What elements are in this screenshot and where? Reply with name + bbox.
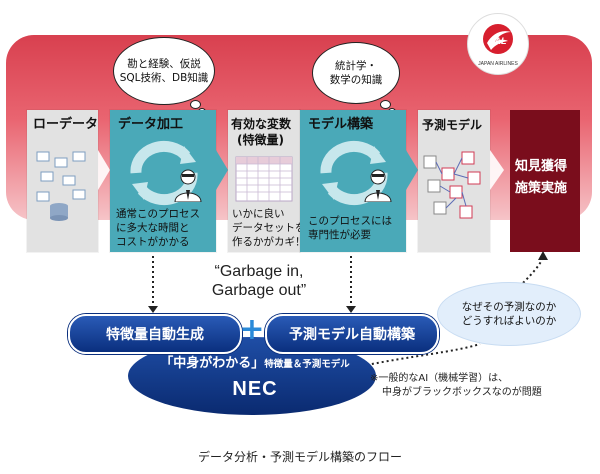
stage-features: 有効な変数 (特徴量) いかに良い データセットを 作るかがカギ！ [228, 110, 306, 252]
thought-bubble-processing: 勘と経験、仮説 SQL技術、DB知識 [113, 37, 215, 105]
label-line: 知見獲得 [515, 159, 568, 174]
question-line: なぜその予測なのか [461, 301, 557, 313]
bubble-line: 数学の知識 [329, 74, 383, 86]
auto-feature-generation-pill: 特徴量自動生成 [68, 314, 242, 354]
question-bubble: なぜその予測なのか どうすればよいのか [437, 282, 581, 346]
nec-tagline: 「中身がわかる」特徴量＆予測モデル [140, 352, 370, 371]
stage-model-label: 予測モデル [422, 118, 483, 132]
note-line: コストがかかる [116, 236, 190, 248]
stage-processing-label: データ加工 [118, 117, 184, 132]
bubble-line: SQL技術、DB知識 [119, 72, 209, 84]
jal-logo-subtitle: JAPAN AIRLINES [478, 61, 518, 67]
note-line: このプロセスには [308, 215, 392, 227]
stage-model-building: モデル構築 このプロセスには 専門性が必要 [300, 110, 406, 252]
footnote-line: ※一般的なAI（機械学習）は、 [370, 373, 509, 384]
stage-data-processing: データ加工 通常このプロセス に多大な時間と コストがかかる [110, 110, 216, 252]
flow-arrow-icon [216, 150, 228, 190]
label-line: 施策実施 [515, 181, 568, 196]
black-box-footnote: ※一般的なAI（機械学習）は、 中身がブラックボックスなのが問題 [370, 372, 542, 400]
thought-dot [380, 100, 391, 109]
garbage-in-quote: “Garbage in, Garbage out” [203, 262, 315, 300]
footnote-line: 中身がブラックボックスなのが問題 [382, 387, 542, 398]
thought-dot [190, 100, 201, 109]
stage-prediction-model: 予測モデル [418, 110, 490, 252]
tagline-sub: 特徴量＆予測モデル [264, 359, 350, 370]
analyst-person-icon [174, 169, 202, 202]
auto-model-label: 予測モデル自動構築 [289, 327, 415, 343]
note-line: いかに良い [232, 208, 285, 220]
stage-features-label: 有効な変数 (特徴量) [231, 116, 291, 148]
flow-arrow-icon [406, 150, 418, 190]
quote-line: Garbage out” [211, 282, 307, 299]
stage-raw-data-label: ローデータ [33, 117, 99, 132]
note-line: に多大な時間と [116, 222, 190, 234]
flow-arrow-icon [490, 150, 504, 190]
thought-bubble-modeling: 統計学・ 数学の知識 [312, 42, 400, 104]
raw-data-files-icon [36, 151, 86, 221]
bubble-line: 勘と経験、仮説 [127, 58, 201, 70]
label-line: 有効な変数 [231, 117, 292, 131]
prediction-model-icon [423, 151, 481, 219]
stage-model-build-label: モデル構築 [308, 117, 374, 132]
flow-arrow-icon [98, 150, 110, 190]
note-line: 専門性が必要 [308, 229, 371, 241]
auto-model-building-pill: 予測モデル自動構築 [265, 314, 439, 354]
jal-logo: JAL JAPAN AIRLINES [467, 13, 529, 75]
analyst-person-icon [364, 169, 392, 202]
quote-line: “Garbage in, [214, 263, 304, 280]
dataset-table-icon [235, 156, 293, 202]
tagline-main: 「中身がわかる」 [160, 356, 265, 371]
model-build-note: このプロセスには 専門性が必要 [308, 214, 392, 242]
processing-note: 通常このプロセス に多大な時間と コストがかかる [116, 207, 200, 249]
jal-logo-text: JAL [489, 36, 506, 46]
features-note: いかに良い データセットを 作るかがカギ！ [232, 207, 306, 249]
note-line: 作るかがカギ！ [232, 236, 306, 248]
question-line: どうすればよいのか [461, 315, 557, 327]
label-line: (特徴量) [237, 133, 284, 147]
note-line: 通常このプロセス [116, 208, 200, 220]
figure-caption: データ分析・予測モデル構築のフロー [197, 450, 402, 464]
jal-crane-icon: JAL JAPAN AIRLINES [478, 24, 518, 67]
bubble-line: 統計学・ [335, 60, 377, 72]
nec-logo: NEC [232, 378, 278, 400]
stage-insight: 知見獲得 施策実施 [510, 110, 580, 252]
note-line: データセットを [232, 222, 306, 234]
stage-insight-label: 知見獲得 施策実施 [515, 156, 567, 200]
stage-raw-data: ローデータ [27, 110, 98, 252]
plus-sign: + [239, 312, 265, 347]
auto-features-label: 特徴量自動生成 [106, 327, 204, 343]
